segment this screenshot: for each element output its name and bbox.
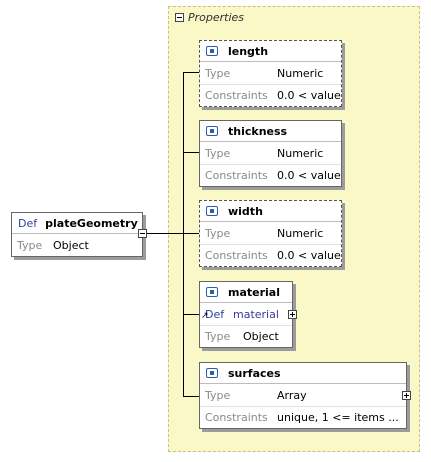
property-name: material — [228, 285, 280, 299]
property-icon — [206, 287, 218, 297]
constraints-value: unique, 1 <= items ... — [277, 411, 399, 424]
constraints-label: Constraints — [205, 89, 268, 102]
connector-width — [183, 233, 199, 234]
type-value: Numeric — [277, 66, 324, 80]
connector-vertical-bus — [183, 72, 184, 397]
constraints-label: Constraints — [205, 169, 268, 182]
material-expand-icon[interactable] — [288, 310, 297, 319]
properties-group-header: Properties — [175, 11, 244, 24]
property-name: width — [228, 204, 263, 218]
property-node-width[interactable]: width Type Numeric Constraints 0.0 < val… — [199, 200, 342, 267]
root-type-label: Type — [17, 238, 43, 252]
collapse-icon[interactable] — [175, 13, 184, 22]
type-value: Object — [243, 330, 279, 343]
property-icon — [206, 206, 218, 216]
root-name: plateGeometry — [45, 216, 138, 230]
def-value: material — [233, 307, 279, 321]
root-node-plategeometry[interactable]: Def plateGeometry Type Object — [11, 212, 143, 257]
property-node-thickness[interactable]: thickness Type Numeric Constraints 0.0 <… — [199, 120, 342, 187]
type-value: Numeric — [277, 226, 324, 240]
type-label: Type — [205, 226, 231, 240]
property-node-surfaces[interactable]: surfaces Type Array Constraints unique, … — [199, 362, 407, 429]
def-label: Def — [205, 307, 225, 321]
property-icon — [206, 126, 218, 136]
connector-length — [183, 72, 199, 73]
connector-thickness — [183, 152, 199, 153]
connector-material — [183, 314, 199, 315]
type-label: Type — [205, 388, 231, 402]
connector-root-to-bus — [147, 233, 183, 234]
root-def-label: Def — [18, 216, 38, 230]
constraints-value: 0.0 < value — [277, 89, 341, 102]
connector-surfaces — [183, 396, 199, 397]
constraints-label: Constraints — [205, 411, 268, 424]
type-value: Array — [277, 388, 307, 402]
type-label: Type — [205, 330, 231, 343]
property-node-material[interactable]: material ↗ Def material Type Object — [199, 281, 293, 348]
reference-arrow-icon: ↗ — [201, 311, 209, 321]
property-icon — [206, 368, 218, 378]
surfaces-expand-icon[interactable] — [402, 391, 411, 400]
type-value: Numeric — [277, 146, 324, 160]
type-label: Type — [205, 66, 231, 80]
root-collapse-icon[interactable] — [138, 229, 147, 238]
property-name: thickness — [228, 124, 288, 138]
constraints-value: 0.0 < value — [277, 249, 341, 262]
type-label: Type — [205, 146, 231, 160]
property-name: surfaces — [228, 366, 281, 380]
properties-group-title: Properties — [188, 11, 245, 24]
property-icon — [206, 46, 218, 56]
root-type-value: Object — [53, 238, 89, 252]
constraints-value: 0.0 < value — [277, 169, 341, 182]
property-name: length — [228, 44, 269, 58]
property-node-length[interactable]: length Type Numeric Constraints 0.0 < va… — [199, 40, 342, 107]
constraints-label: Constraints — [205, 249, 268, 262]
